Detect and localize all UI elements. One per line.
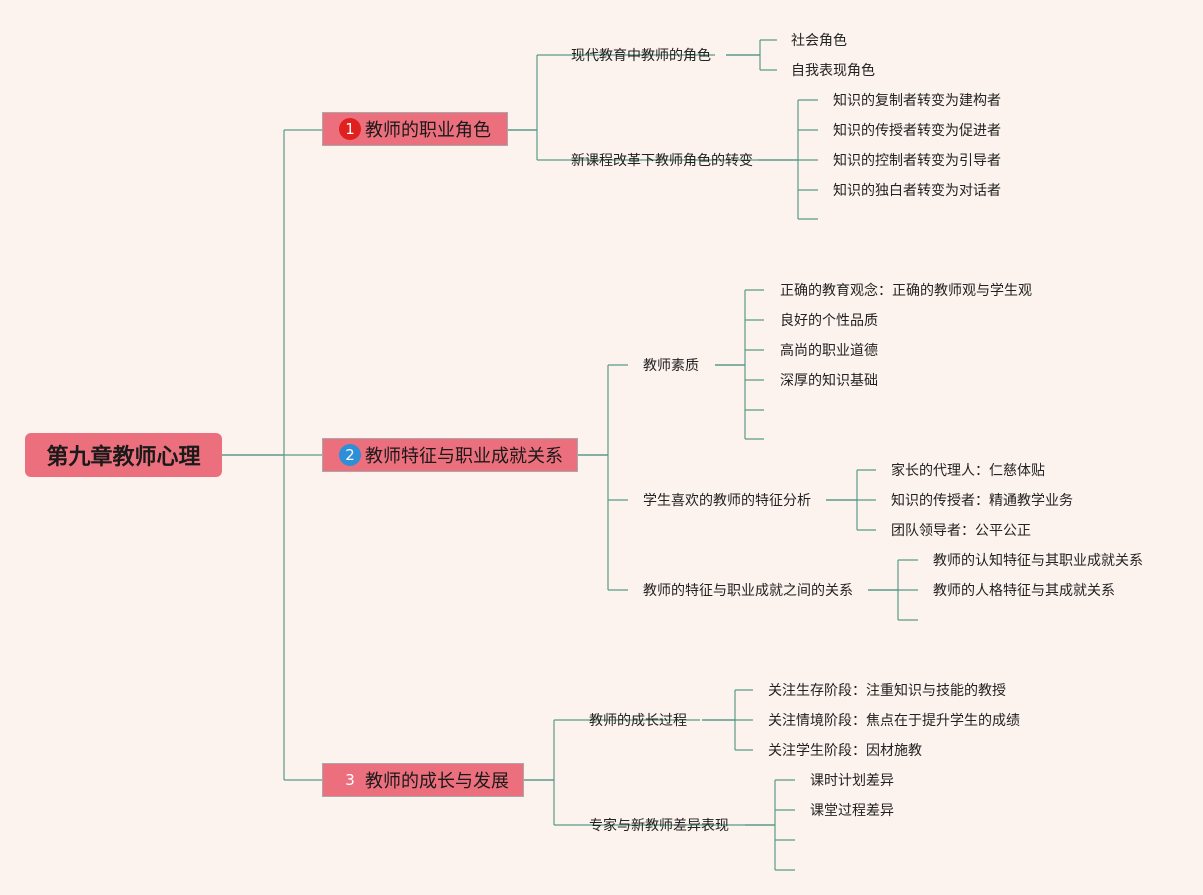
leaf-3-1-3[interactable]: 关注学生阶段：因材施教 <box>768 743 922 759</box>
subtopic-3-2[interactable]: 专家与新教师差异表现 <box>589 818 729 834</box>
leaf-3-1-1[interactable]: 关注生存阶段：注重知识与技能的教授 <box>768 683 1006 699</box>
subtopic-2-1[interactable]: 教师素质 <box>643 358 699 374</box>
leaf-3-2-1[interactable]: 课时计划差异 <box>810 773 894 789</box>
main-topic-label: 教师的职业角色 <box>365 120 491 141</box>
subtopic-2-2[interactable]: 学生喜欢的教师的特征分析 <box>643 493 811 509</box>
leaf-2-3-2[interactable]: 教师的人格特征与其成就关系 <box>933 583 1115 599</box>
leaf-1-1-2[interactable]: 自我表现角色 <box>791 63 875 79</box>
main-topic-label: 教师特征与职业成就关系 <box>365 446 563 467</box>
leaf-2-1-1[interactable]: 正确的教育观念：正确的教师观与学生观 <box>780 283 1032 299</box>
leaf-2-2-2[interactable]: 知识的传授者：精通教学业务 <box>891 493 1073 509</box>
number-badge-icon: 3 <box>345 771 355 789</box>
leaf-2-2-3[interactable]: 团队领导者：公平公正 <box>891 523 1031 539</box>
main-topic-1[interactable]: 1 教师的职业角色 <box>322 112 508 146</box>
root-topic-label: 第九章教师心理 <box>46 445 201 470</box>
leaf-2-1-3[interactable]: 高尚的职业道德 <box>780 343 878 359</box>
leaf-2-1-4[interactable]: 深厚的知识基础 <box>780 373 878 389</box>
subtopic-2-3[interactable]: 教师的特征与职业成就之间的关系 <box>643 583 853 599</box>
main-topic-label: 教师的成长与发展 <box>365 771 509 792</box>
number-badge-icon: 1 <box>339 118 361 140</box>
leaf-2-1-2[interactable]: 良好的个性品质 <box>780 313 878 329</box>
leaf-1-1-1[interactable]: 社会角色 <box>791 33 847 49</box>
main-topic-3[interactable]: 3 教师的成长与发展 <box>322 763 524 797</box>
leaf-3-1-2[interactable]: 关注情境阶段：焦点在于提升学生的成绩 <box>768 713 1020 729</box>
leaf-1-2-1[interactable]: 知识的复制者转变为建构者 <box>833 93 1001 109</box>
leaf-1-2-4[interactable]: 知识的独白者转变为对话者 <box>833 183 1001 199</box>
leaf-2-3-1[interactable]: 教师的认知特征与其职业成就关系 <box>933 553 1143 569</box>
number-badge-icon: 2 <box>339 444 361 466</box>
leaf-3-2-2[interactable]: 课堂过程差异 <box>810 803 894 819</box>
leaf-1-2-3[interactable]: 知识的控制者转变为引导者 <box>833 153 1001 169</box>
main-topic-2[interactable]: 2 教师特征与职业成就关系 <box>322 438 578 472</box>
subtopic-1-1[interactable]: 现代教育中教师的角色 <box>571 48 711 64</box>
leaf-2-2-1[interactable]: 家长的代理人：仁慈体贴 <box>891 463 1045 479</box>
subtopic-3-1[interactable]: 教师的成长过程 <box>589 713 687 729</box>
subtopic-1-2[interactable]: 新课程改革下教师角色的转变 <box>571 153 753 169</box>
leaf-1-2-2[interactable]: 知识的传授者转变为促进者 <box>833 123 1001 139</box>
root-topic[interactable]: 第九章教师心理 <box>25 433 222 477</box>
